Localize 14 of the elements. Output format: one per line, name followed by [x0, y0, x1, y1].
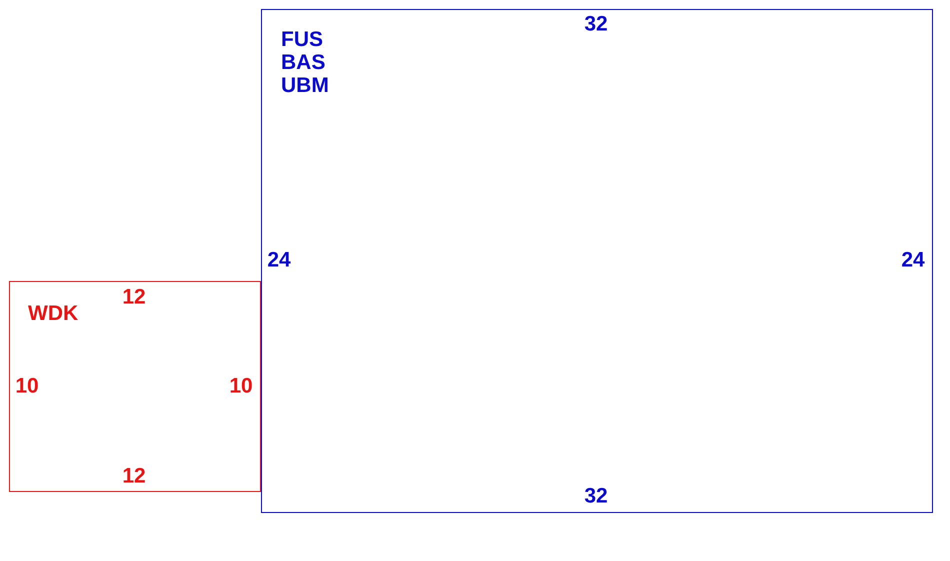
- room-outline: [261, 9, 933, 513]
- room-code: FUS: [281, 28, 323, 51]
- room-code: BAS: [281, 51, 326, 74]
- dimension-label: 10: [229, 374, 253, 398]
- dimension-label: 10: [15, 374, 39, 398]
- dimension-label: 32: [584, 12, 608, 36]
- room-outline: [9, 281, 261, 492]
- dimension-label: 24: [901, 248, 925, 272]
- dimension-label: 12: [122, 464, 146, 488]
- room-code: UBM: [281, 74, 329, 97]
- dimension-label: 32: [584, 484, 608, 508]
- dimension-label: 12: [122, 286, 146, 308]
- dimension-label: 24: [267, 248, 291, 272]
- room-code: WDK: [28, 302, 78, 325]
